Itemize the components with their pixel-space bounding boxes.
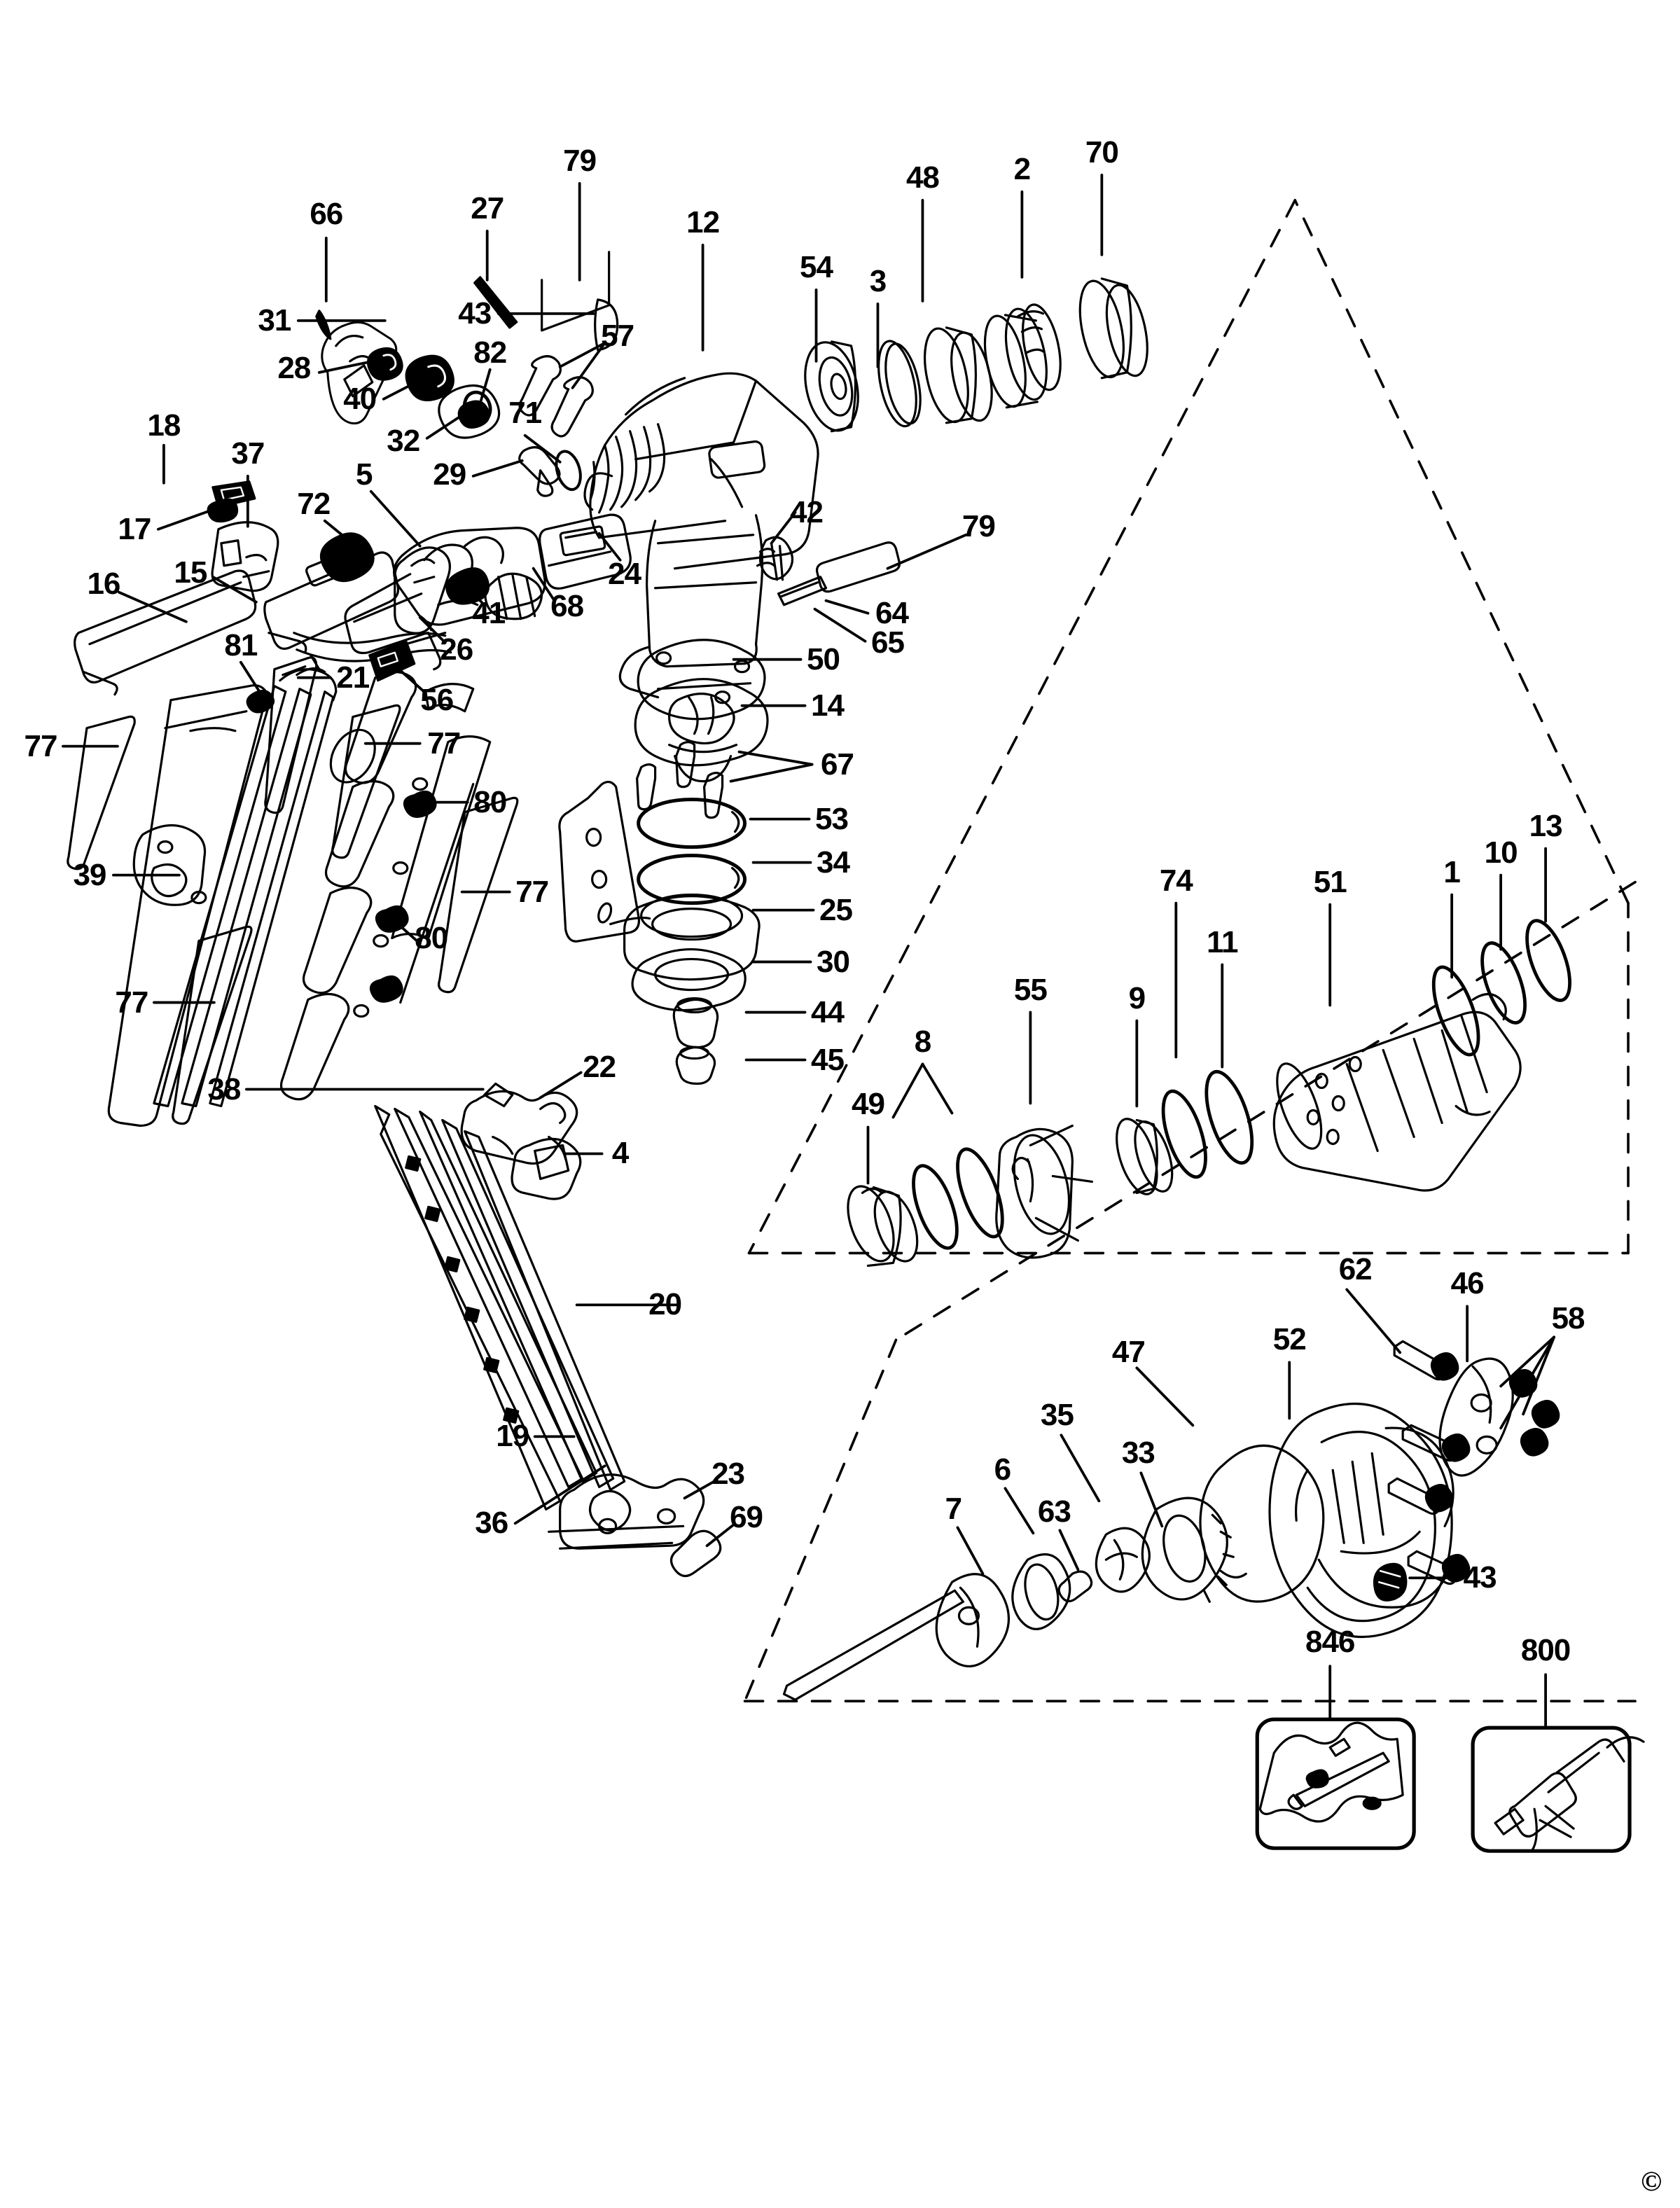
callout-27: 27 xyxy=(471,190,504,225)
callout-70: 70 xyxy=(1085,134,1119,169)
callout-7: 7 xyxy=(945,1492,963,1527)
callout-19: 19 xyxy=(496,1419,529,1454)
callout-846: 846 xyxy=(1305,1625,1355,1660)
callout-3: 3 xyxy=(869,263,887,298)
callout-28: 28 xyxy=(277,350,311,385)
callout-35: 35 xyxy=(1040,1398,1074,1433)
copyright-mark: © xyxy=(1641,2165,1662,2197)
callout-50: 50 xyxy=(807,641,840,676)
callout-54: 54 xyxy=(800,249,833,284)
callout-45: 45 xyxy=(811,1042,845,1077)
callout-32: 32 xyxy=(387,423,420,458)
callout-37: 37 xyxy=(231,436,265,471)
callout-24: 24 xyxy=(608,556,641,591)
callout-57: 57 xyxy=(601,318,634,353)
callout-800: 800 xyxy=(1520,1633,1571,1668)
callout-15: 15 xyxy=(174,555,207,590)
callout-81: 81 xyxy=(224,627,258,662)
callout-22: 22 xyxy=(583,1049,616,1084)
callout-58: 58 xyxy=(1551,1301,1585,1336)
callout-42: 42 xyxy=(790,494,824,529)
callout-74: 74 xyxy=(1159,863,1193,898)
callout-79: 79 xyxy=(563,143,597,178)
callout-25: 25 xyxy=(819,892,853,927)
callout-72: 72 xyxy=(297,486,331,521)
callout-30: 30 xyxy=(817,944,850,979)
callout-65: 65 xyxy=(870,625,905,660)
callout-10: 10 xyxy=(1484,835,1518,870)
callout-55: 55 xyxy=(1013,972,1048,1007)
callout-13: 13 xyxy=(1529,808,1563,843)
callout-71: 71 xyxy=(508,395,542,430)
callout-68: 68 xyxy=(550,588,584,623)
callout-5: 5 xyxy=(356,457,373,492)
callout-48: 48 xyxy=(905,160,940,195)
callout-53: 53 xyxy=(815,801,849,836)
cylinder-group-parts xyxy=(847,919,1571,1268)
callout-39: 39 xyxy=(73,857,106,892)
callout-80-a: 80 xyxy=(473,784,507,819)
callout-77-a: 77 xyxy=(24,728,57,763)
callout-40: 40 xyxy=(343,381,377,416)
callout-23: 23 xyxy=(711,1457,745,1492)
callout-26: 26 xyxy=(440,632,473,667)
leader-lines xyxy=(62,174,1555,1728)
callout-77-d: 77 xyxy=(115,985,148,1020)
callout-8: 8 xyxy=(914,1024,932,1059)
callout-33: 33 xyxy=(1121,1436,1155,1471)
callout-63: 63 xyxy=(1037,1494,1071,1529)
callout-38: 38 xyxy=(207,1071,241,1106)
callout-66: 66 xyxy=(310,196,343,231)
callout-12: 12 xyxy=(686,204,720,239)
callout-31: 31 xyxy=(258,303,291,338)
callout-51: 51 xyxy=(1313,864,1347,899)
nose-stack xyxy=(558,536,901,1085)
callout-69: 69 xyxy=(730,1500,763,1535)
callout-17: 17 xyxy=(118,511,151,546)
callout-21: 21 xyxy=(336,660,370,695)
callout-29: 29 xyxy=(433,457,466,492)
callout-9: 9 xyxy=(1128,980,1146,1015)
accessory-boxes-art xyxy=(1255,1717,1645,1853)
tool-housing xyxy=(321,321,819,699)
callout-52: 52 xyxy=(1272,1322,1307,1357)
callout-18: 18 xyxy=(147,408,181,443)
callout-11: 11 xyxy=(1207,924,1239,959)
callout-77-c: 77 xyxy=(515,874,549,909)
callout-82: 82 xyxy=(473,335,507,370)
callout-56: 56 xyxy=(420,682,454,717)
end-cap-group-parts xyxy=(782,1340,1560,1701)
trigger-valve-assembly xyxy=(344,513,632,671)
callout-43-bottom: 43 xyxy=(1463,1560,1497,1595)
callout-34: 34 xyxy=(817,845,850,880)
callout-44: 44 xyxy=(811,994,845,1029)
callout-20: 20 xyxy=(648,1287,682,1322)
callout-14: 14 xyxy=(811,688,845,723)
callout-6: 6 xyxy=(994,1452,1012,1487)
callout-64: 64 xyxy=(875,595,909,630)
callout-80-b: 80 xyxy=(415,920,448,955)
callout-1: 1 xyxy=(1443,854,1461,889)
callout-67: 67 xyxy=(821,747,854,782)
callout-46: 46 xyxy=(1450,1266,1485,1301)
callout-47: 47 xyxy=(1111,1335,1146,1370)
callout-43-top: 43 xyxy=(458,296,492,331)
magazine-assembly xyxy=(67,551,722,1577)
callout-16: 16 xyxy=(87,566,120,601)
small-top-parts xyxy=(207,251,619,592)
ring-stack-top xyxy=(804,277,1148,433)
callout-62: 62 xyxy=(1338,1252,1373,1287)
callout-79-lower: 79 xyxy=(962,508,996,543)
callout-4: 4 xyxy=(611,1136,630,1171)
callout-36: 36 xyxy=(475,1506,508,1541)
callout-77-b: 77 xyxy=(427,725,461,761)
callout-49: 49 xyxy=(851,1087,885,1122)
callout-2: 2 xyxy=(1013,151,1032,186)
callout-41: 41 xyxy=(472,595,506,630)
